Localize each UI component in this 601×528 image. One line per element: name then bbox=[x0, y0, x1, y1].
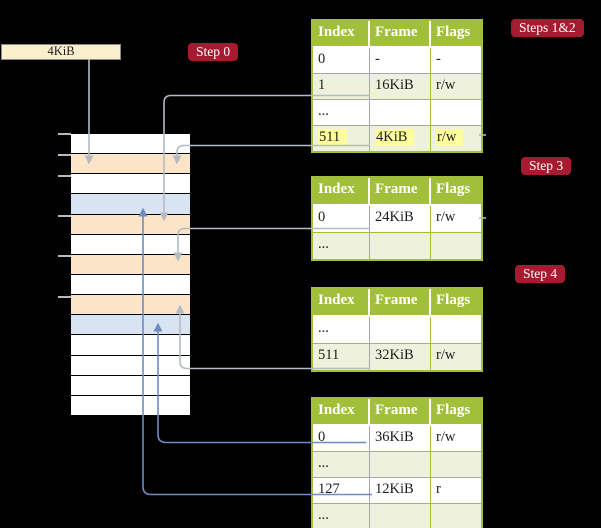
table-cell bbox=[370, 100, 431, 125]
table-cell: 511 bbox=[313, 344, 370, 370]
address-tick bbox=[58, 133, 71, 135]
frame-size-box: 4KiB bbox=[1, 44, 121, 60]
table-cell: ... bbox=[313, 452, 370, 477]
highlighted-value: 4KiB bbox=[375, 129, 415, 146]
table-cell: 0 bbox=[313, 48, 370, 73]
table-cell: 1 bbox=[313, 74, 370, 99]
label-step-0: Step 0 bbox=[188, 43, 239, 61]
table-cell: r/w bbox=[436, 347, 456, 363]
table-cell bbox=[431, 233, 481, 259]
table-cell: 127 bbox=[313, 478, 370, 503]
column-header: Flags bbox=[436, 24, 471, 40]
table-cell bbox=[370, 504, 431, 528]
column-header: Frame bbox=[370, 21, 431, 46]
column-header: Flags bbox=[436, 292, 471, 308]
memory-frame-peach bbox=[71, 214, 190, 235]
table-cell: 32KiB bbox=[370, 344, 431, 370]
memory-frame-blue bbox=[71, 194, 190, 215]
column-header: Flags bbox=[436, 402, 471, 418]
table-cell: ... bbox=[313, 100, 370, 125]
table-row: ... bbox=[313, 504, 481, 528]
column-header: Frame bbox=[370, 399, 431, 424]
table-cell: 16KiB bbox=[370, 74, 431, 99]
table-cell bbox=[370, 317, 431, 343]
table-cell: ... bbox=[313, 504, 370, 528]
table-cell: r/w bbox=[436, 429, 456, 445]
table-cell: 24KiB bbox=[370, 206, 431, 232]
table-cell: ... bbox=[313, 233, 370, 259]
memory-frame-peach bbox=[71, 254, 190, 275]
memory-frame-white bbox=[71, 375, 190, 396]
memory-frame-peach bbox=[71, 295, 190, 316]
table-cell: r/w bbox=[436, 77, 456, 93]
column-header: Flags bbox=[436, 181, 471, 197]
label-step-4: Step 4 bbox=[515, 265, 566, 283]
table-cell bbox=[431, 100, 481, 125]
table-row: ... bbox=[313, 452, 481, 478]
memory-stack bbox=[71, 134, 190, 415]
address-tick bbox=[58, 175, 71, 177]
memory-frame-white bbox=[71, 234, 190, 255]
table-cell: 0 bbox=[313, 426, 370, 451]
column-header: Index bbox=[313, 289, 370, 315]
table-cell bbox=[431, 504, 481, 528]
memory-frame-white bbox=[71, 134, 190, 155]
table-cell: 12KiB bbox=[370, 478, 431, 503]
table-cell: - bbox=[370, 48, 431, 73]
table-cell: r/w bbox=[431, 126, 481, 151]
column-header: Index bbox=[313, 399, 370, 424]
label-steps-1-2: Steps 1&2 bbox=[511, 19, 584, 37]
table-row: 511 4KiB r/w bbox=[313, 126, 481, 151]
memory-frame-white bbox=[71, 274, 190, 296]
memory-frame-white bbox=[71, 355, 190, 376]
memory-frame-blue bbox=[71, 315, 190, 336]
address-tick bbox=[58, 255, 71, 257]
memory-frame-white bbox=[71, 174, 190, 195]
table-cell: r/w bbox=[436, 209, 456, 225]
memory-frame-peach bbox=[71, 154, 190, 175]
table-cell bbox=[431, 317, 481, 343]
table-cell: - bbox=[436, 51, 441, 67]
table-cell bbox=[431, 452, 481, 477]
table-cell: 4KiB bbox=[370, 126, 431, 151]
table-cell: 36KiB bbox=[370, 426, 431, 451]
table-cell: r bbox=[436, 481, 441, 497]
address-tick bbox=[58, 296, 71, 298]
table-row: 0-- bbox=[313, 48, 481, 74]
memory-frame-white bbox=[71, 395, 190, 415]
column-header: Index bbox=[313, 178, 370, 204]
table-cell bbox=[370, 233, 431, 259]
column-header: Frame bbox=[370, 178, 431, 204]
table-row: ... bbox=[313, 233, 481, 259]
column-header: Frame bbox=[370, 289, 431, 315]
address-tick bbox=[58, 154, 71, 156]
table-cell: 0 bbox=[313, 206, 370, 232]
table-row: ... bbox=[313, 100, 481, 126]
table-cell: ... bbox=[313, 317, 370, 343]
address-tick bbox=[58, 215, 71, 217]
table-cell bbox=[370, 452, 431, 477]
table-cell: 511 bbox=[313, 126, 370, 151]
highlighted-value: 511 bbox=[318, 129, 348, 146]
highlighted-value: r/w bbox=[436, 129, 464, 146]
memory-frame-white bbox=[71, 335, 190, 356]
table-row: ... bbox=[313, 317, 481, 344]
column-header: Index bbox=[313, 21, 370, 46]
label-step-3: Step 3 bbox=[521, 157, 572, 175]
